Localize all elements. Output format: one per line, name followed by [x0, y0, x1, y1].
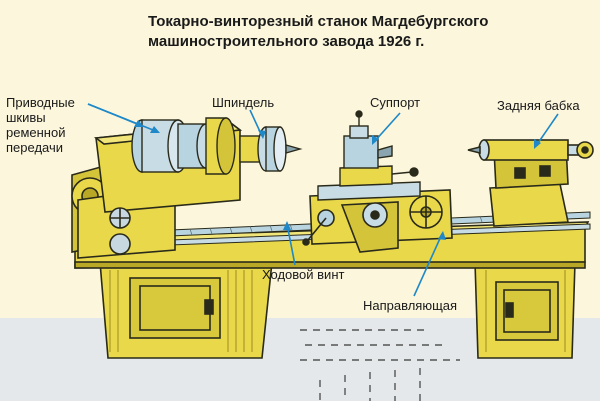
leader-tailstock [535, 113, 559, 147]
tailstock [467, 139, 594, 227]
diagram-title: Токарно-винторезный станок Магдебургског… [148, 12, 568, 52]
title-line-2: машиностроительного завода 1926 г. [148, 33, 425, 50]
support [317, 110, 421, 201]
leader-lines [87, 103, 559, 297]
bed-legs [99, 261, 576, 359]
leader-guide [413, 233, 443, 297]
label-guide: Направляющая [363, 298, 458, 313]
cabinet-hatching [109, 270, 566, 352]
label-tailstock: Задняя бабка [497, 98, 580, 113]
leader-support [373, 112, 401, 143]
spindle [239, 126, 303, 172]
label-drive-pulleys-line-1: Приводные [6, 95, 75, 110]
leader-lead-screw [286, 223, 296, 266]
label-drive-pulleys: Приводные шкивы ременной передачи [6, 95, 75, 155]
title-line-1: Токарно-винторезный станок Магдебургског… [148, 13, 489, 30]
label-support: Суппорт [370, 95, 421, 110]
leader-pulleys-2 [87, 103, 159, 133]
leader-arrowheads [134, 120, 541, 240]
drive-pulleys [131, 117, 236, 175]
label-drive-pulleys-line-3: ременной [6, 125, 66, 140]
label-lead-screw: Ходовой винт [262, 267, 345, 282]
label-drive-pulleys-line-4: передачи [6, 140, 64, 155]
carriage [302, 189, 453, 253]
label-spindle: Шпиндель [212, 95, 275, 110]
label-drive-pulleys-line-2: шкивы [6, 110, 46, 125]
floor-dashed-lines [300, 329, 460, 401]
